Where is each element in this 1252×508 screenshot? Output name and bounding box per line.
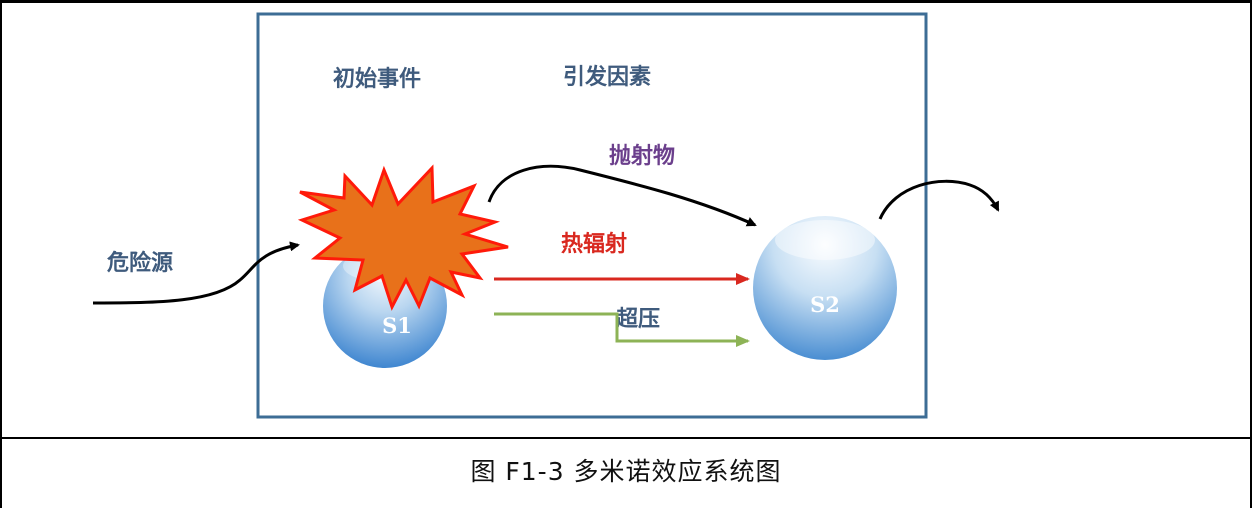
- trigger-factor-label: 引发因素: [563, 64, 651, 90]
- initial-event-label: 初始事件: [333, 66, 421, 92]
- s2-label: S2: [810, 292, 840, 317]
- figure-caption: 图 F1-3 多米诺效应系统图: [470, 457, 782, 486]
- overpressure-label: 超压: [616, 307, 660, 332]
- domino-effect-diagram: 初始事件 引发因素 危险源 抛射物 热辐射 超压 S1 S2: [92, 12, 1000, 419]
- projectile-label: 抛射物: [609, 143, 675, 169]
- caption-divider: [0, 437, 1252, 439]
- s2-node: [753, 216, 897, 360]
- projectile-arrow: [487, 164, 757, 227]
- explosion-icon: [297, 164, 509, 311]
- heat-radiation-label: 热辐射: [561, 231, 627, 257]
- overpressure-arrow: [494, 312, 750, 347]
- s1-label: S1: [382, 313, 412, 338]
- outgoing-domino-arrow: [878, 179, 1000, 220]
- hazard-source-label: 危险源: [107, 250, 173, 276]
- hazard-source-arrow: [92, 241, 300, 305]
- system-boundary-box: [256, 12, 928, 419]
